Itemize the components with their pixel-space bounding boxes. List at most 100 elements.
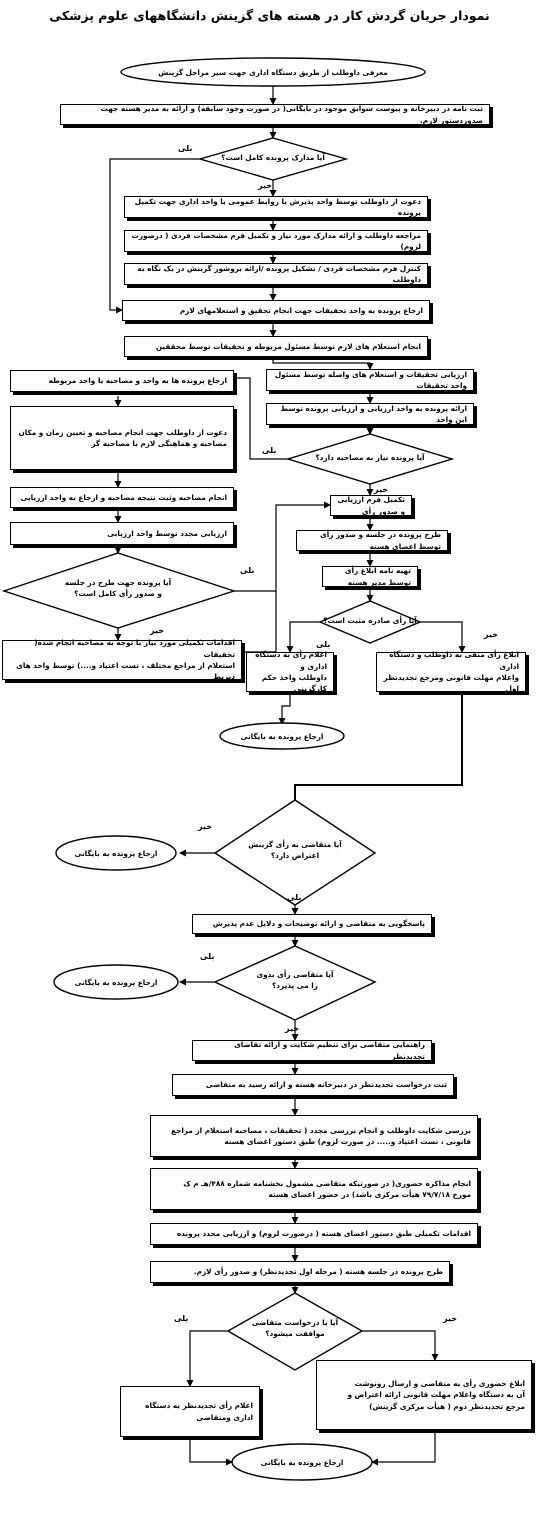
label-no-qaccept: خیر [285,1024,300,1033]
eval-research-text: ارزیابی تحقیقات و استعلام های واصله توسط… [274,369,467,390]
extra-actions-box: اقدامات تکمیلی مورد نیاز با توجه به مصاح… [2,638,242,682]
arrow-qmeeting-yes-form [234,501,331,592]
archive4-oval [231,1443,373,1481]
label-no-qpositive: خیر [484,630,499,639]
archive2-oval [55,835,177,871]
q-agree-diamond [226,1292,364,1371]
hearing-box: انجام مذاکره حضوری( در صورتیکه متقاضی مش… [150,1168,478,1210]
invite-interview-box: دعوت از داوطلب جهت انجام مصاحبه و تعیین … [10,406,234,470]
announce-negative-box: ابلاغ رأی منفی به داوطلب و دستگاه اداری … [376,650,526,694]
arrow-inquiries-eval [272,357,374,370]
hearing-line-1: انجام مذاکره حضوری( در صورتیکه متقاضی مش… [183,1178,471,1188]
arrow-inperson-archive [371,1430,436,1466]
archive1-oval [219,722,345,750]
q-objection-line-1: آیا متقاضی به رأی گزینش [248,840,342,849]
label-yes-qinterview: بلی [262,446,277,455]
announce-positive-line-2: داوطلب واخذ حکم کارگزینی [261,673,327,694]
refer-interview-text: ارجاع پرونده ها به واحد و مصاحبه یا واحد… [48,376,227,386]
eval-form-text: تکمیل فرم ارزیابی و صدور رأی [337,495,405,516]
announce-appeal-line-2: اداری ومتقاضی [196,1412,253,1422]
do-interview-text: انجام مصاحبه وثبت نتیجه مصاحبه و ارجاع ب… [20,492,227,502]
inquiries-box: انجام استعلام های لازم توسط مسئول مربوطه… [124,336,428,357]
label-no-qdocs: خیر [258,181,273,190]
q-accept-text: آیا متقاضی رأی بدوی را می پذیرد؟ [225,970,365,992]
check-form-box: کنترل فرم مشخصات فردی / تشکیل پرونده /ار… [124,263,428,285]
extra-actions-line-1: اقدامات تکمیلی مورد نیاز با توجه به مصاح… [34,638,235,659]
arrow-qagree-yes [186,1330,235,1387]
present-meeting-box: طرح پرونده در جلسه و صدور رأی توسط اعضای… [296,530,448,551]
invite-box: دعوت از داوطلب توسط واحد پذیرش یا روابط … [124,196,428,218]
extra-actions-line-2: استعلام از مراجع مختلف ، تست اعتیاد و...… [16,661,235,682]
q-agree-line-2: موافقت میشود؟ [265,1328,325,1338]
label-no-qobjection: خیر [198,822,213,831]
reply-text: پاسخگویی به متقاضی و ارائه توضیحات و دلا… [212,919,425,929]
eval-research-box: ارزیابی تحقیقات و استعلام های واصله توسط… [266,369,474,391]
label-no-qagree: خیر [443,1314,458,1323]
arrow-positive-archive [278,692,291,725]
q-interview-text: آیا پرونده نیاز به مصاحبه دارد؟ [315,453,425,462]
arrow-appeal-archive [189,1437,233,1466]
announce-negative-line-2: واعلام مهلت قانونی ومرجع تجدیدنظر اول [383,673,519,694]
q-positive-diamond [318,600,422,644]
label-yes-qmeeting: بلی [240,566,255,575]
visit-box: مراجعه داوطلب و ارائه مدارک مورد نیاز و … [124,230,428,252]
to-eval-unit-text: ارائه پرونده به واحد ارزیابی و ارزیابی پ… [280,403,467,424]
present-appeal-box: طرح پرونده در جلسه هسته ( مرحله اول تجدی… [150,1261,450,1283]
hearing-line-2: مورخ ۷۹/۷/۱۸ هیأت مرکزی باشد) در حضور اع… [268,1190,472,1199]
register-appeal-text: ثبت درخواست تجدیدنظر در دبیرخانه هسته و … [205,1080,447,1090]
present-meeting-text: طرح پرونده در جلسه و صدور رأی توسط اعضای… [320,530,441,551]
register-text: ثبت نامه در دبیرخانه و پیوست سوابق موجود… [100,104,483,125]
start-label: معرفی داوطلب از طریق دستگاه اداری جهت سی… [158,67,388,77]
complement-box: اقدامات تکمیلی طبق دستور اعضای هسته ( در… [150,1223,478,1245]
label-yes-qpositive: بلی [316,640,331,649]
arrow-qpositive-yes [286,621,320,653]
notify-in-person-box: ابلاغ حضوری رأی به متقاضی و ارسال رونوشت… [316,1360,532,1430]
archive4-label: ارجاع پرونده به بایگانی [260,1457,344,1467]
invite-interview-line-1: دعوت از داوطلب جهت انجام مصاحبه و تعیین … [18,427,227,437]
q-docs-text: آیا مدارک پرونده کامل است؟ [221,153,325,162]
review-box: بررسی شکایت داوطلب و انجام بررسی مجدد ( … [150,1115,478,1157]
archive2-label: ارجاع پرونده به بایگانی [74,848,158,858]
announce-appeal-line-1: اعلام رأی تجدیدنظر به دستگاه [145,1401,253,1411]
diagram-title: نمودار جریان گردش کار در هسته های گزینش … [49,8,490,23]
do-interview-box: انجام مصاحبه وثبت نتیجه مصاحبه و ارجاع ب… [10,487,234,508]
notify-in-person-line-2: آن به دستگاه واعلام مهلت قانونی ارائه اع… [347,1390,525,1400]
notify-in-person-line-1: ابلاغ حضوری رأی به متقاضی و ارسال رونوشت [354,1379,525,1389]
visit-text: مراجعه داوطلب و ارائه مدارک مورد نیاز و … [131,230,421,251]
register-box: ثبت نامه در دبیرخانه و پیوست سوابق موجود… [60,104,490,125]
guide-box: راهنمایی متقاضی برای تنظیم شکایت و ارائه… [192,1040,432,1061]
reply-box: پاسخگویی به متقاضی و ارائه توضیحات و دلا… [192,914,432,934]
label-yes-qaccept: بلی [200,952,215,961]
present-appeal-text: طرح پرونده در جلسه هسته ( مرحله اول تجدی… [193,1267,443,1277]
archive1-label: ارجاع پرونده به بایگانی [240,731,324,741]
q-accept-line-1: آیا متقاضی رأی بدوی [256,970,334,979]
invite-interview-line-2: مصاحبه و هماهنگی لازم با مصاحبه گر [91,439,227,448]
re-eval-box: ارزیابی مجدد توسط واحد ارزیابی [10,522,234,545]
notify-letter-text: تهیه نامه ابلاغ رأی توسط مدیر هسته [344,566,411,587]
register-appeal-box: ثبت درخواست تجدیدنظر در دبیرخانه هسته و … [172,1074,454,1096]
refer-research-text: ارجاع پرونده به واحد تحقیقات جهت انجام ت… [179,305,423,315]
label-yes-qobjection: بلی [287,893,302,902]
q-agree-text: آیا با درخواست متقاضی موافقت میشود؟ [235,1318,355,1340]
label-no-qinterview: خیر [374,485,389,494]
arrow-qagree-no [360,1330,439,1361]
review-line-1: بررسی شکایت داوطلب و انجام بررسی مجدد ( … [171,1125,471,1135]
inquiries-text: انجام استعلام های لازم توسط مسئول مربوطه… [155,341,421,351]
q-objection-diamond [213,799,377,906]
q-accept-line-2: را می پذیرد؟ [272,980,318,990]
to-eval-unit-box: ارائه پرونده به واحد ارزیابی و ارزیابی پ… [266,403,474,425]
q-meeting-text: آیا پرونده جهت طرح در جلسه و صدور رأی کا… [20,578,216,600]
announce-appeal-box: اعلام رأی تجدیدنظر به دستگاه اداری ومتقا… [120,1386,260,1437]
complement-text: اقدامات تکمیلی طبق دستور اعضای هسته ( در… [176,1229,471,1239]
check-form-text: کنترل فرم مشخصات فردی / تشکیل پرونده /ار… [137,263,421,284]
re-eval-text: ارزیابی مجدد توسط واحد ارزیابی [107,528,227,538]
arrow-qdocs-yes-refer [109,158,200,314]
refer-research-box: ارجاع پرونده به واحد تحقیقات جهت انجام ت… [122,300,430,321]
label-yes-qagree: بلی [174,1314,189,1323]
notify-letter-box: تهیه نامه ابلاغ رأی توسط مدیر هسته [322,566,418,587]
q-docs-diamond [197,137,349,181]
guide-text: راهنمایی متقاضی برای تنظیم شکایت و ارائه… [234,1040,425,1061]
q-agree-line-1: آیا با درخواست متقاضی [251,1318,339,1327]
announce-positive-line-1: اعلام رأی به دستگاه اداری و [255,650,327,671]
announce-positive-box: اعلام رأی به دستگاه اداری و داوطلب واخذ … [246,650,334,694]
